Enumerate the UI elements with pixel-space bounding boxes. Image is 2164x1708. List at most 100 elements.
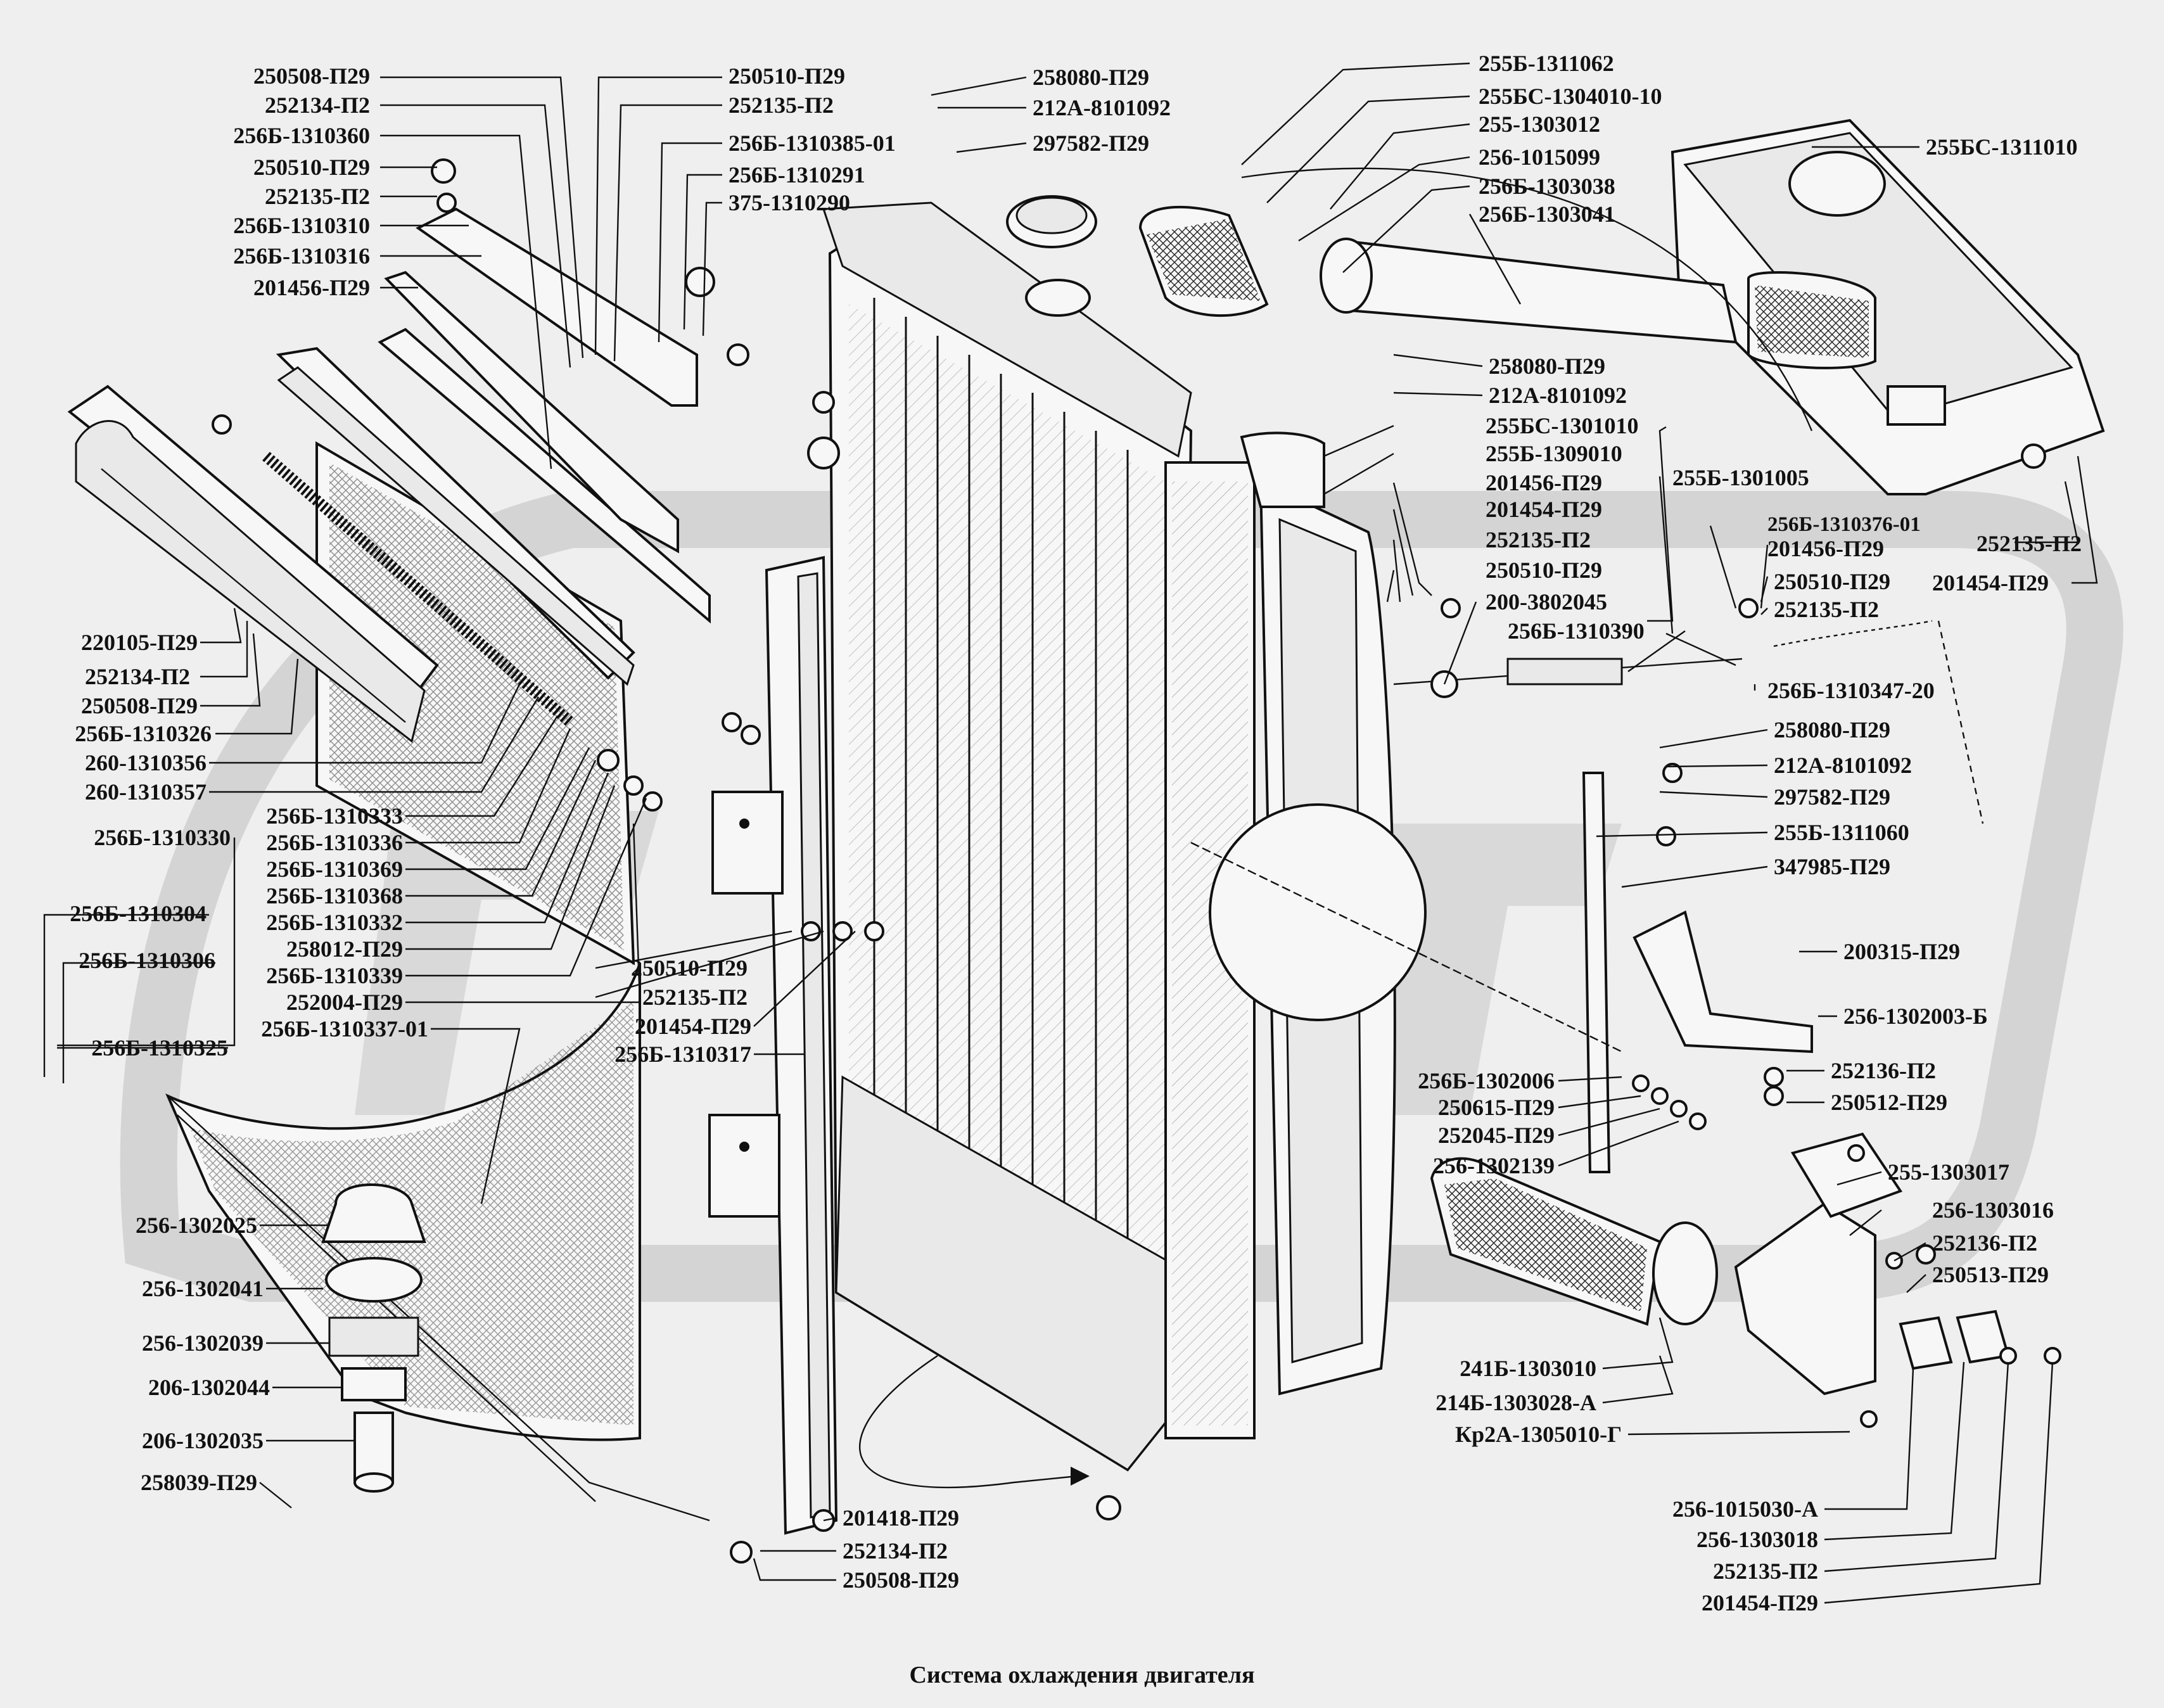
lower-hose-assembly	[1430, 1132, 2010, 1396]
part-label: 256Б-1310376-01	[1767, 513, 1921, 536]
part-label: 252135-П2	[265, 184, 370, 209]
part-label: 252136-П2	[1831, 1058, 1936, 1083]
part-label: 256Б-1310325	[91, 1035, 228, 1061]
part-label: 255БС-1311010	[1926, 134, 2078, 160]
part-label: 256Б-1310291	[729, 162, 865, 188]
part-label: 256Б-1310337-01	[261, 1016, 428, 1042]
part-label: 255БС-1304010-10	[1479, 84, 1662, 109]
radiator-filler-cap	[1006, 195, 1097, 317]
part-label: 252135-П2	[1713, 1558, 1818, 1584]
part-label: 206-1302044	[148, 1375, 270, 1400]
part-label: 256-1302025	[136, 1213, 257, 1238]
part-label: 200315-П29	[1843, 939, 1960, 964]
part-label: 212А-8101092	[1774, 753, 1912, 778]
part-label: 256Б-1310317	[614, 1042, 751, 1067]
part-label: 201454-П29	[1486, 497, 1602, 522]
part-label: 255Б-1311060	[1774, 820, 1909, 845]
part-label: 255-1303012	[1479, 112, 1600, 137]
part-label: 250510-П29	[631, 955, 748, 981]
part-label: 258039-П29	[141, 1470, 257, 1495]
part-label: 252004-П29	[286, 990, 403, 1015]
part-label: 200-3802045	[1486, 589, 1607, 615]
part-label: 256Б-1310347-20	[1767, 678, 1935, 703]
part-label: 252134-П2	[843, 1538, 948, 1564]
part-label: 206-1302035	[142, 1428, 264, 1453]
leader-lines	[43, 62, 2098, 1604]
part-label: 256-1302039	[142, 1330, 264, 1356]
part-label: 212А-8101092	[1489, 383, 1627, 408]
part-label: 297582-П29	[1033, 131, 1149, 156]
part-label: 250508-П29	[81, 693, 198, 718]
part-label: 375-1310290	[729, 190, 850, 215]
part-label: 201456-П29	[1486, 470, 1602, 495]
part-label: 220105-П29	[81, 630, 198, 655]
part-label: 252135-П2	[1976, 531, 2082, 556]
part-label: 214Б-1303028-А	[1435, 1390, 1596, 1415]
part-label: 260-1310357	[85, 779, 207, 805]
part-label: 256-1302139	[1433, 1153, 1555, 1178]
part-label: 256-1302041	[142, 1276, 264, 1301]
part-label: 256Б-1310326	[75, 721, 212, 746]
louver-guide-rails	[67, 207, 711, 743]
part-label: 255Б-1309010	[1486, 441, 1622, 466]
part-label: 258080-П29	[1774, 717, 1890, 742]
part-label: 250615-П29	[1438, 1095, 1555, 1120]
part-label: 250510-П29	[253, 155, 370, 180]
part-label: 256-1303016	[1932, 1197, 2054, 1223]
part-label: 258012-П29	[286, 936, 403, 962]
part-label: 256Б-1310336	[266, 830, 403, 855]
part-label: 252134-П2	[85, 664, 190, 689]
coolant-flow-arrows	[859, 167, 1813, 1488]
part-label: 250512-П29	[1831, 1090, 1947, 1115]
part-label: 256Б-1310332	[266, 910, 403, 935]
part-label: 255Б-1301005	[1672, 465, 1809, 490]
part-label: 256Б-1303038	[1479, 174, 1615, 199]
part-label: Кр2А-1305010-Г	[1454, 1422, 1622, 1447]
upper-hoses	[1138, 205, 1876, 508]
part-label: 258080-П29	[1033, 65, 1149, 90]
part-label: 252134-П2	[265, 92, 370, 118]
part-label: 256Б-1310368	[266, 883, 403, 908]
part-label: 258080-П29	[1489, 354, 1605, 379]
part-label: 260-1310356	[85, 750, 207, 775]
part-label: 255-1303017	[1888, 1159, 2009, 1185]
diagram-caption: Система охлаждения двигателя	[909, 1662, 1255, 1688]
part-label: 256Б-1310385-01	[729, 131, 896, 156]
part-label: 255Б-1311062	[1479, 51, 1614, 76]
part-label: 252135-П2	[1486, 527, 1591, 552]
part-label: 256-1015030-А	[1672, 1496, 1818, 1522]
part-label: 256Б-1310306	[79, 948, 215, 973]
part-label: 256Б-1310390	[1508, 618, 1645, 644]
part-label: 255БС-1301010	[1486, 413, 1639, 438]
part-label: 201456-П29	[253, 275, 370, 300]
louver-spring	[212, 414, 620, 772]
part-label: 256Б-1310316	[233, 243, 370, 269]
part-label: 256Б-1302006	[1418, 1068, 1555, 1093]
part-label: 256-1303018	[1696, 1527, 1818, 1552]
part-label: 252135-П2	[642, 985, 748, 1010]
part-label: 201454-П29	[635, 1014, 751, 1039]
part-label: 297582-П29	[1774, 784, 1890, 810]
part-label: 256Б-1310330	[94, 825, 231, 850]
part-label: 250510-П29	[729, 63, 845, 89]
part-label: 256Б-1310304	[70, 901, 207, 926]
part-label: 256Б-1303041	[1479, 201, 1615, 227]
part-label: 250508-П29	[843, 1567, 959, 1593]
part-label: 201454-П29	[1932, 570, 2049, 596]
part-label: 347985-П29	[1774, 854, 1890, 879]
side-frame-bracket	[708, 556, 838, 1535]
part-label: 252135-П2	[1774, 597, 1879, 622]
part-label: 256-1015099	[1479, 144, 1600, 170]
expansion-tank	[1671, 118, 2105, 495]
part-label: 256Б-1310310	[233, 213, 370, 238]
part-label: 201456-П29	[1767, 536, 1884, 561]
part-label: 212А-8101092	[1033, 95, 1171, 120]
part-label: 252136-П2	[1932, 1230, 2037, 1256]
part-label: 256Б-1310339	[266, 963, 403, 988]
part-label: 250510-П29	[1774, 569, 1890, 594]
part-label: 252045-П29	[1438, 1123, 1555, 1148]
fan-bearing-stack	[321, 1183, 426, 1493]
part-label: 250513-П29	[1932, 1262, 2049, 1287]
